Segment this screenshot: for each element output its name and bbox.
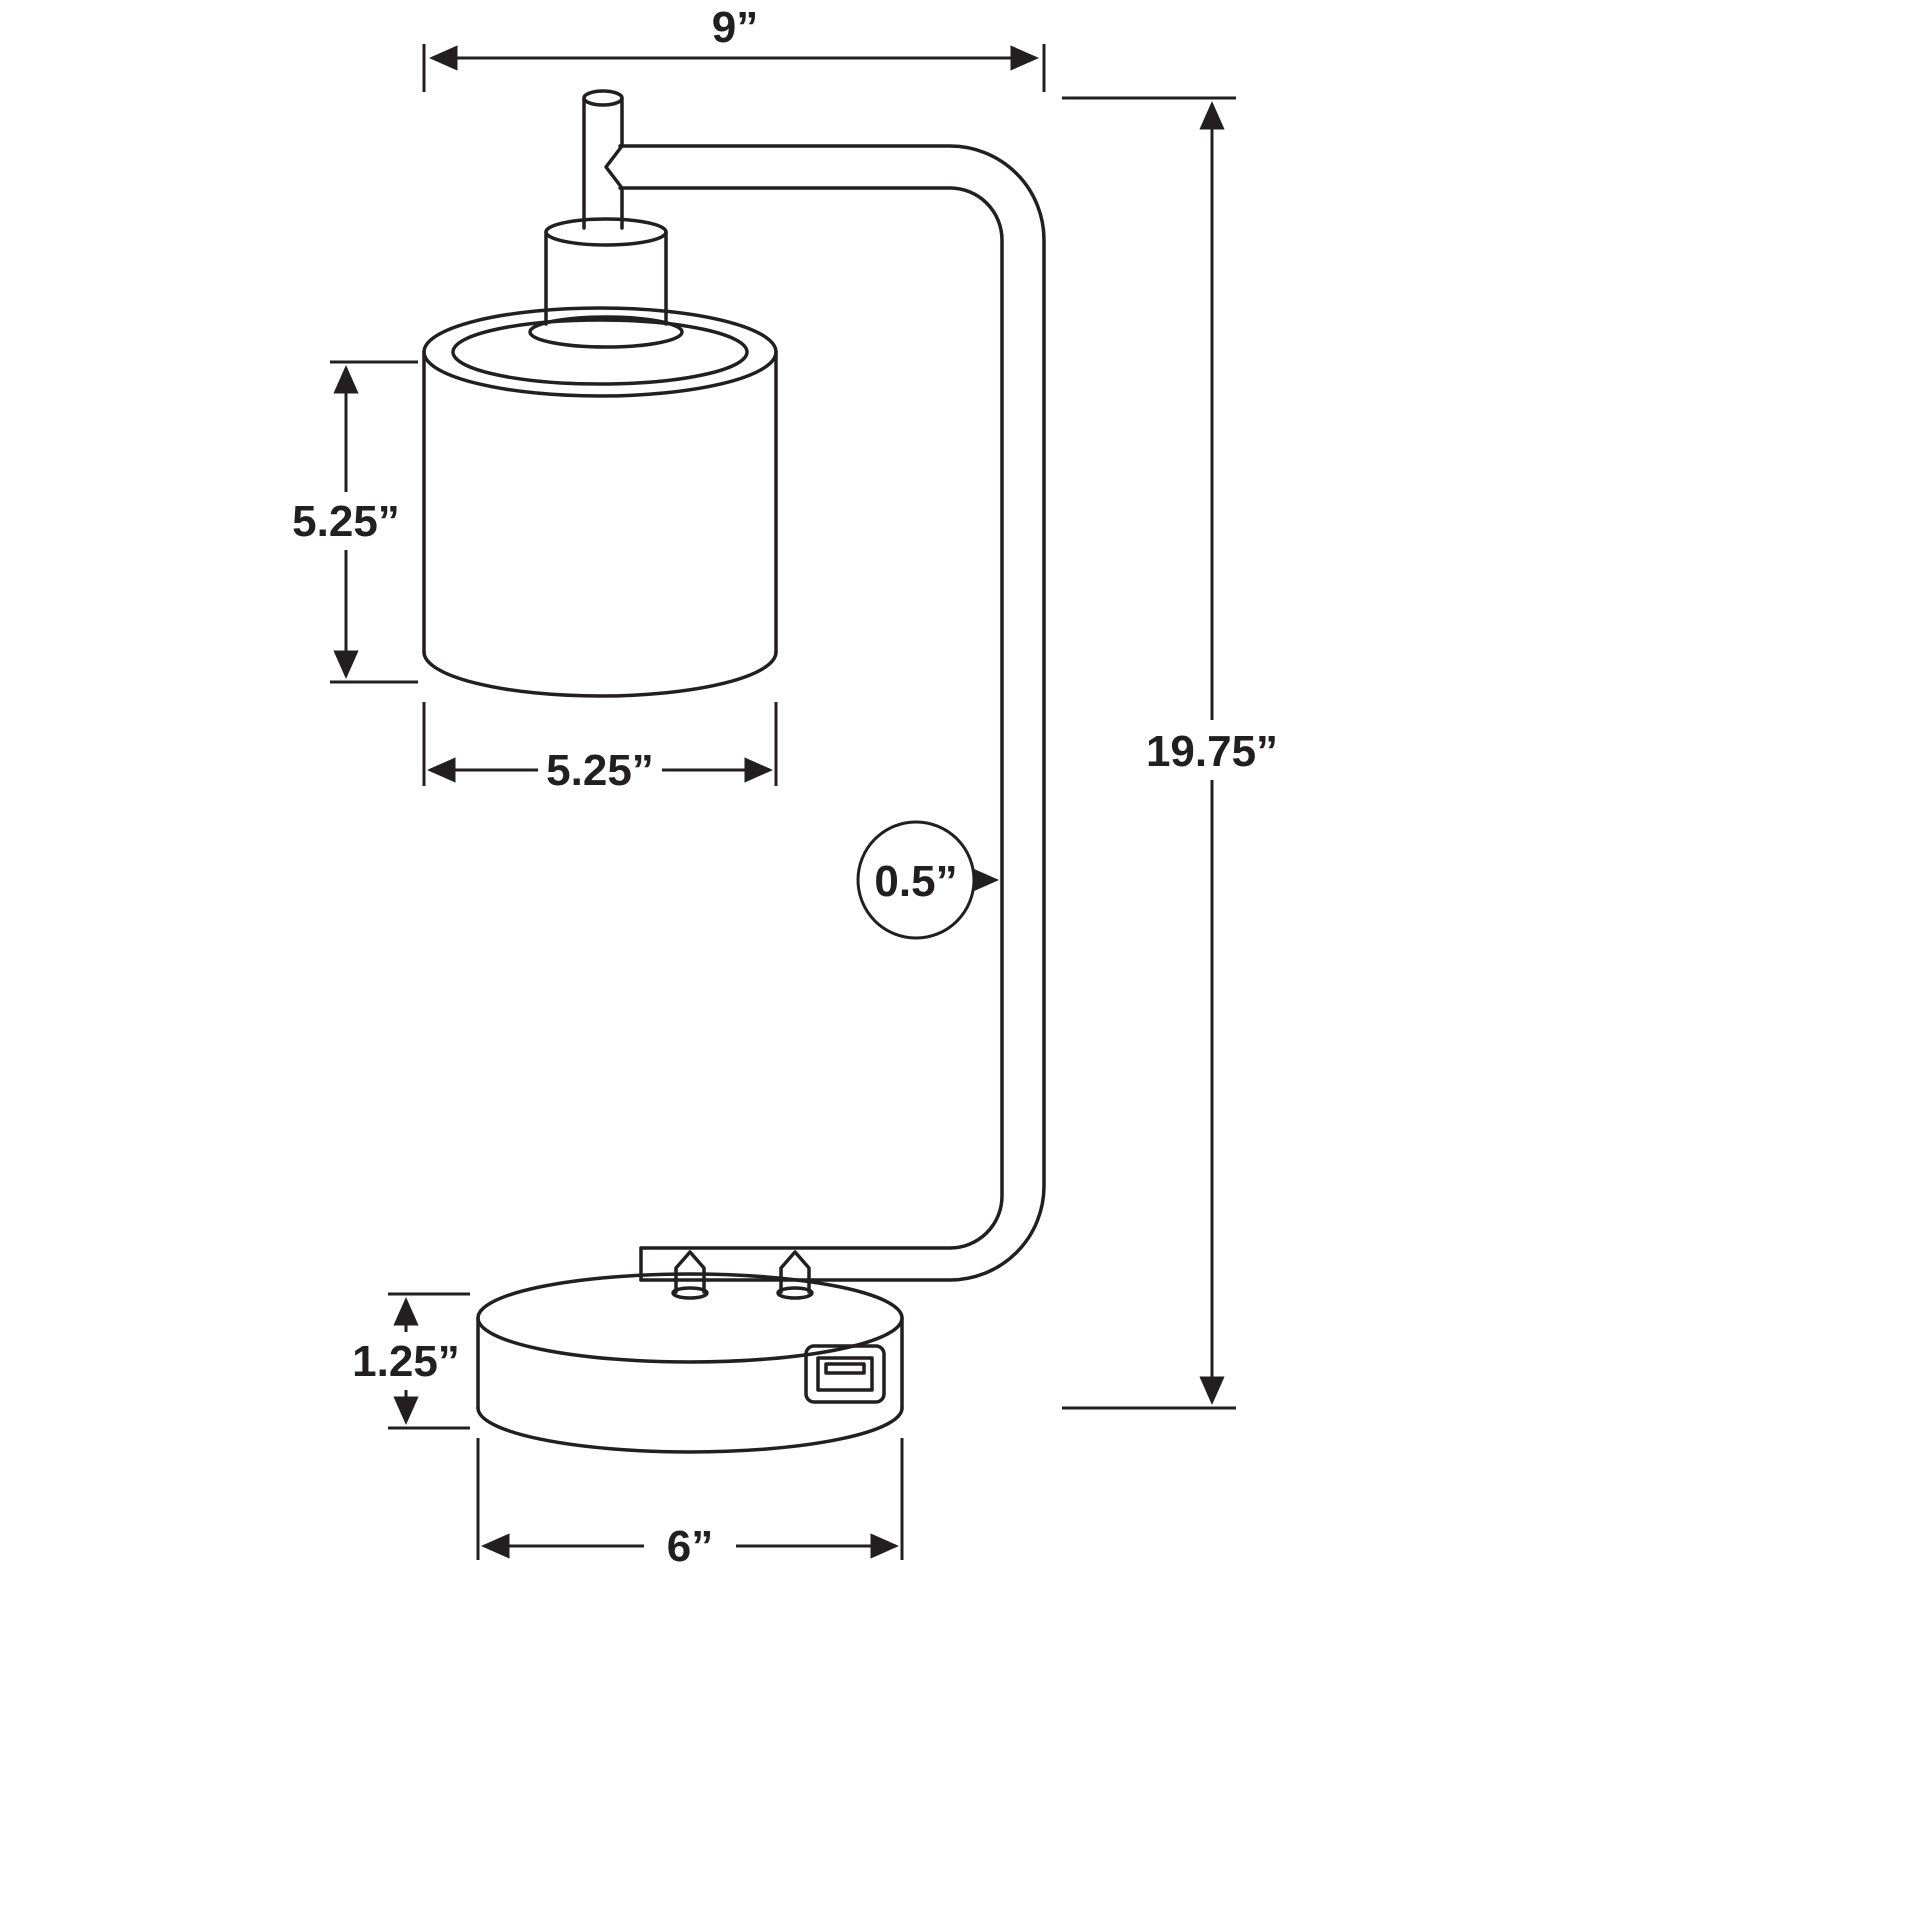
usb-port-icon <box>804 1344 886 1404</box>
dimension-shade-height: 5.25” <box>292 360 418 684</box>
dimension-label-shade-height: 5.25” <box>292 497 400 546</box>
callout-circle <box>856 820 976 940</box>
dimension-label-base-height: 1.25” <box>352 1337 460 1386</box>
dimension-label-total-height: 19.75” <box>1146 727 1278 776</box>
dimension-top-width: 9” <box>422 3 1046 92</box>
lamp-arm <box>618 144 1046 1282</box>
dimension-label-base-width: 6” <box>667 1522 713 1571</box>
dimension-label-top-width: 9” <box>712 3 758 52</box>
dimension-base-width: 6” <box>476 1438 904 1574</box>
dimension-base-height: 1.25” <box>342 1292 470 1430</box>
lamp-finial-rod <box>582 89 624 230</box>
lamp-socket <box>528 217 684 349</box>
base-knob-right <box>776 1250 814 1300</box>
dimension-pole-diameter: 0.5” <box>856 820 999 940</box>
dimension-total-height: 19.75” <box>1062 96 1300 1410</box>
dimension-shade-width: 5.25” <box>422 702 778 798</box>
dimension-label-pole-diameter: 0.5” <box>874 857 957 906</box>
lamp-outline <box>422 89 1046 1454</box>
lamp-shade <box>422 306 778 698</box>
base-knob-left <box>671 1250 709 1300</box>
dimension-label-shade-width: 5.25” <box>546 746 654 795</box>
lamp-base <box>476 1250 904 1454</box>
